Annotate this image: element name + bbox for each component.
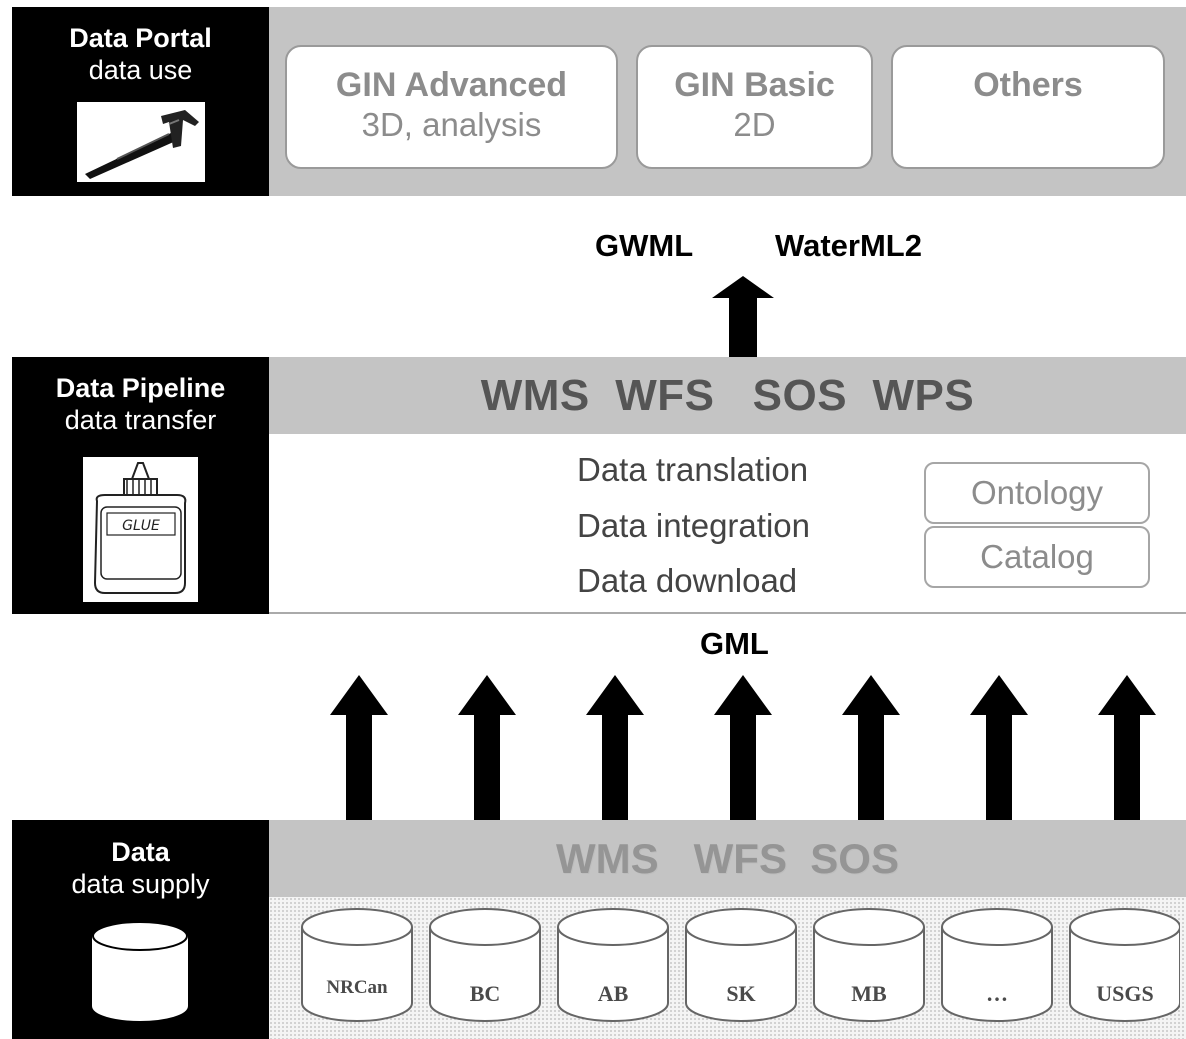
database-label: USGS — [1096, 981, 1153, 1006]
glue-bottle-icon: GLUE — [83, 457, 198, 602]
data-sources: NRCan BC AB SK MB … USGS — [301, 908, 1180, 1022]
data-portal-title: Data Portal — [69, 23, 212, 53]
function-data-download: Data download — [577, 562, 798, 599]
portal-box-title: GIN Advanced — [335, 66, 568, 104]
catalog-box[interactable]: Catalog — [924, 526, 1150, 588]
data-portal-panel: Data Portal data use — [12, 7, 269, 196]
function-data-translation: Data translation — [577, 451, 809, 488]
up-arrow-icon — [712, 276, 774, 358]
database-label: NRCan — [326, 977, 388, 998]
data-pipeline-subtitle: data transfer — [64, 405, 217, 435]
database-sk[interactable]: SK — [685, 908, 797, 1022]
database-label: … — [986, 981, 1008, 1006]
up-arrow-icon — [330, 675, 388, 821]
database-label: SK — [726, 981, 755, 1006]
database-nrcan[interactable]: NRCan — [301, 908, 413, 1022]
data-portal-subtitle: data use — [88, 55, 193, 85]
portal-box-subtitle: 3D, analysis — [361, 106, 542, 143]
database-other[interactable]: … — [941, 908, 1053, 1022]
pipeline-services-label: WMS WFS SOS WPS — [480, 370, 975, 420]
upload-arrows — [330, 675, 1156, 821]
up-arrow-icon — [458, 675, 516, 821]
portal-box-gin-basic[interactable]: GIN Basic 2D — [636, 45, 873, 169]
data-pipeline-title: Data Pipeline — [55, 373, 226, 403]
portal-bar: GIN Advanced 3D, analysis GIN Basic 2D O… — [269, 7, 1186, 196]
database-label: BC — [470, 981, 501, 1006]
data-supply-title: Data — [111, 837, 170, 867]
pipeline-services-bar: WMS WFS SOS WPS — [269, 357, 1186, 434]
glue-label: GLUE — [122, 518, 160, 534]
database-bc[interactable]: BC — [429, 908, 541, 1022]
database-label: AB — [598, 981, 629, 1006]
format-gwml: GWML — [595, 228, 694, 263]
up-arrow-icon — [842, 675, 900, 821]
database-icon — [92, 921, 188, 1021]
supply-services-bar: WMS WFS SOS — [269, 820, 1186, 897]
up-arrow-icon — [714, 675, 772, 821]
portal-box-gin-advanced[interactable]: GIN Advanced 3D, analysis — [285, 45, 618, 169]
hammer-icon — [77, 102, 205, 182]
data-pipeline-panel: Data Pipeline data transfer GLUE — [12, 357, 269, 614]
database-ab[interactable]: AB — [557, 908, 669, 1022]
database-usgs[interactable]: USGS — [1069, 908, 1180, 1022]
format-gml: GML — [700, 626, 769, 661]
up-arrow-icon — [970, 675, 1028, 821]
up-arrow-icon — [586, 675, 644, 821]
ontology-box[interactable]: Ontology — [924, 462, 1150, 524]
data-supply-panel: Data data supply — [12, 820, 269, 1039]
portal-box-subtitle: 2D — [733, 106, 776, 143]
up-arrow-icon — [1098, 675, 1156, 821]
database-mb[interactable]: MB — [813, 908, 925, 1022]
portal-box-title: GIN Basic — [674, 66, 835, 104]
portal-box-others[interactable]: Others — [891, 45, 1165, 169]
function-data-integration: Data integration — [577, 507, 810, 544]
format-waterml2: WaterML2 — [775, 228, 922, 263]
database-label: MB — [851, 981, 887, 1006]
data-supply-subtitle: data supply — [71, 869, 210, 899]
supply-services-label: WMS WFS SOS — [556, 834, 899, 882]
portal-box-title: Others — [973, 66, 1083, 104]
